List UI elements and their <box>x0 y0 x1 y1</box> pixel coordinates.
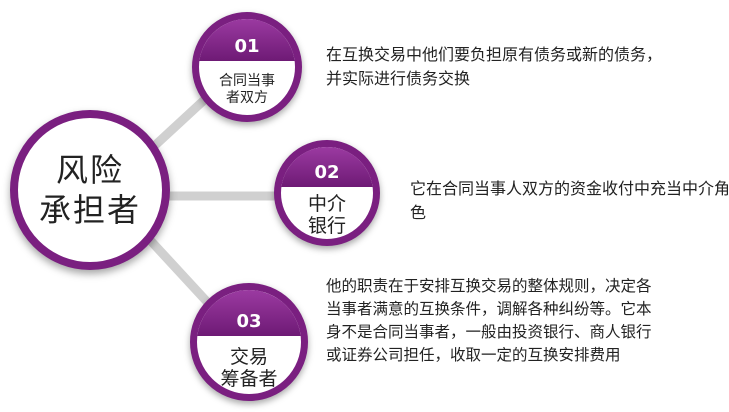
description-02: 它在合同当事人双方的资金收付中充当中介角色 <box>410 179 729 222</box>
center-label-line1: 风险 <box>55 151 124 189</box>
node-02: 02 中介 银行 <box>274 140 380 246</box>
node-number-02: 02 <box>281 147 373 188</box>
node-label-03-line1: 交易 <box>229 346 268 369</box>
description-01: 在互换交易中他们要负担原有债务或新的债务，并实际进行债务交换 <box>326 45 663 88</box>
node-number-01: 01 <box>199 19 295 62</box>
node-label-01-line1: 合同当事 <box>219 72 275 89</box>
center-label-line2: 承担者 <box>38 191 141 229</box>
node-label-02-line2: 银行 <box>307 215 346 237</box>
node-03: 03 交易 筹备者 <box>190 283 308 401</box>
node-01: 01 合同当事 者双方 <box>192 12 302 122</box>
center-circle: 风险 承担者 <box>10 110 170 270</box>
node-label-03-line2: 筹备者 <box>220 368 278 391</box>
node-number-03: 03 <box>197 290 301 336</box>
node-label-01-line2: 者双方 <box>226 89 268 106</box>
node-label-02-line1: 中介 <box>307 193 346 215</box>
description-03: 他的职责在于安排互换交易的整体规则，决定各当事者满意的互换条件，调解各种纠纷等。… <box>326 277 652 364</box>
